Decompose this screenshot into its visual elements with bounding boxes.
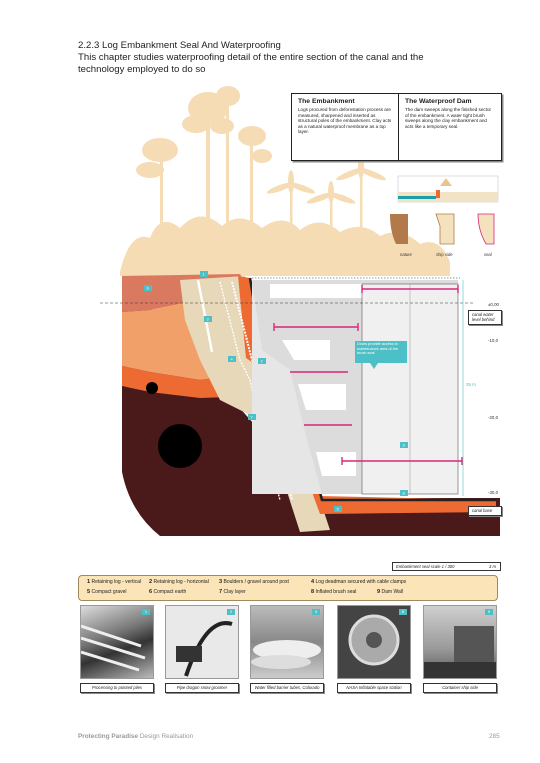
marker-8: 8 (403, 492, 405, 496)
marker-9: 9 (403, 444, 405, 448)
chapter-subtitle-line1: This chapter studies waterproofing detai… (78, 52, 424, 63)
marker-1: 1 (203, 273, 205, 277)
legend: 1 Retaining log - vertical 2 Retaining l… (78, 575, 498, 601)
chapter-subtitle-line2: technology employed to do so (78, 64, 206, 75)
photo-caption: Water filled barrier tubes, Colorado (250, 683, 324, 693)
photo-art (81, 624, 146, 672)
photo-caption: NASA Inflatable space station (337, 683, 411, 693)
photo-number: 3 (312, 609, 320, 615)
photo-number: 2 (227, 609, 235, 615)
info-box-embankment: The Embankment Logs procured from defore… (291, 93, 401, 161)
marker-6: 6 (147, 287, 149, 291)
photo-number: 9 (485, 609, 493, 615)
marker-7: 7 (251, 416, 253, 420)
level-label-10: -10,0 (488, 338, 499, 343)
photo-art (348, 614, 400, 666)
seal-thumbnails (390, 213, 495, 245)
photo-pipe-dragon: 2 (165, 605, 239, 679)
footer-book-title: Protecting Paradise Design Realisation (78, 733, 193, 740)
dam-overview-sketch (397, 175, 499, 203)
photo-container-ship: 9 (423, 605, 497, 679)
legend-item: 3 Boulders / gravel around post (219, 579, 289, 585)
marker-2: 2 (261, 360, 263, 364)
level-label-20: -20,0 (488, 415, 499, 420)
footer-book: Protecting Paradise (78, 733, 139, 740)
photo-barrier-tubes: 3 (250, 605, 324, 679)
legend-item: 2 Retaining log - horizontal (149, 579, 209, 585)
dam-wall (252, 277, 460, 495)
thumb-label-nature: nature (400, 252, 413, 257)
photo-art (176, 621, 233, 677)
photo-art (424, 626, 496, 678)
magenta-dimensions (273, 285, 463, 465)
legend-item: 9 Dam Wall (377, 589, 403, 595)
thumb-label-seal: seal (484, 252, 493, 257)
photo-number: 8 (399, 609, 407, 615)
scale-bar-label: 3 m (489, 564, 496, 569)
photo-caption: Container ship side (423, 683, 497, 693)
callout-text: Doors provide access to maintenance area… (357, 342, 398, 356)
thumb-label-ship-side: ship side (436, 252, 453, 257)
legend-item: 6 Compact earth (149, 589, 187, 595)
depth-dimension-label: 35 m (466, 382, 476, 387)
footer-section: Design Realisation (139, 733, 194, 740)
photo-art (251, 640, 321, 669)
canal-base-box: canal base (468, 506, 502, 516)
marker-5: 5 (337, 508, 339, 512)
photo-nasa-station: 8 (337, 605, 411, 679)
legend-item: 8 Inflated brush seal (311, 589, 357, 595)
info-box-body: Logs procured from deforestation process… (298, 107, 392, 135)
footer-page-number: 285 (489, 733, 500, 740)
chapter-title: 2.2.3 Log Embankment Seal And Waterproof… (78, 40, 281, 51)
legend-item: 5 Compact gravel (87, 589, 127, 595)
info-box-body: The dam sweeps along the finished sector… (405, 107, 492, 129)
photo-pointed-piles: 1 (80, 605, 154, 679)
page-heading: 2.2.3 Log Embankment Seal And Waterproof… (78, 40, 478, 76)
jungle-silhouette (120, 86, 450, 276)
legend-item: 1 Retaining log - vertical (87, 579, 141, 585)
photo-caption: Processing to pointed piles (80, 683, 154, 693)
scale-label: Embankment seal scale 1 / 300 (396, 564, 455, 569)
info-box-title: The Embankment (298, 98, 355, 105)
photo-caption: Pipe dragon snow groomer (165, 683, 239, 693)
teal-markers: 6 1 3 4 2 7 5 9 8 (144, 271, 408, 512)
marker-3: 3 (207, 318, 209, 322)
canal-water-level-box: canal water level behind (468, 310, 502, 325)
level-label-0: ±0,00 (488, 302, 500, 307)
maintenance-callout (355, 341, 407, 369)
photo-number: 1 (142, 609, 150, 615)
scale-box: Embankment seal scale 1 / 300 3 m (392, 562, 501, 571)
info-box-title: The Waterproof Dam (405, 98, 472, 105)
legend-item: 7 Clay layer (219, 589, 246, 595)
info-box-waterproof-dam: The Waterproof Dam The dam sweeps along … (398, 93, 502, 161)
marker-4: 4 (231, 358, 233, 362)
legend-item: 4 Log deadman secured with cable clamps (311, 579, 407, 585)
level-label-30: -30,0 (488, 490, 499, 495)
